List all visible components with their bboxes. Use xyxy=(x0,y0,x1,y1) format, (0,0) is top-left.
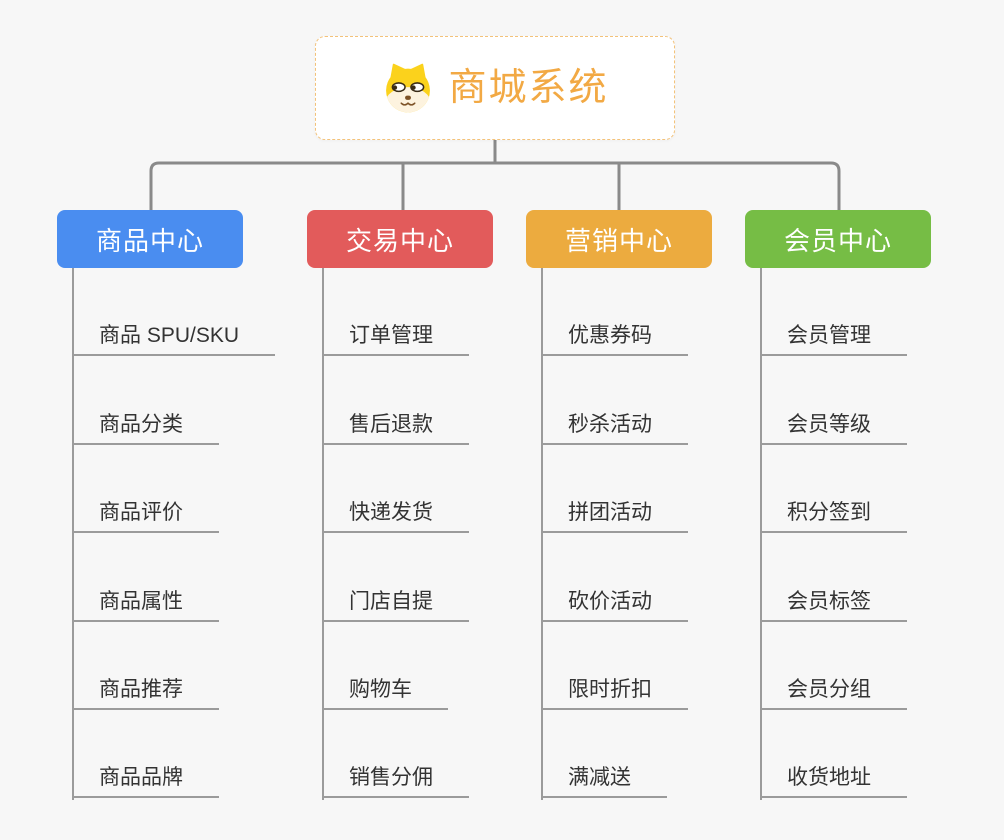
branch-column-members: 会员中心 会员管理会员等级积分签到会员标签会员分组收货地址 xyxy=(745,210,931,810)
branch-item[interactable]: 商品评价 xyxy=(72,445,219,534)
branch-header[interactable]: 交易中心 xyxy=(307,210,493,268)
branch-item[interactable]: 售后退款 xyxy=(322,356,469,445)
branch-header[interactable]: 营销中心 xyxy=(526,210,712,268)
branch-item[interactable]: 秒杀活动 xyxy=(541,356,688,445)
branch-item-list: 优惠券码秒杀活动拼团活动砍价活动限时折扣满减送 xyxy=(526,268,688,799)
branch-item[interactable]: 门店自提 xyxy=(322,533,469,622)
branch-item[interactable]: 购物车 xyxy=(322,622,448,710)
branch-column-marketing: 营销中心 优惠券码秒杀活动拼团活动砍价活动限时折扣满减送 xyxy=(526,210,712,810)
branch-item[interactable]: 满减送 xyxy=(541,710,667,799)
branch-item[interactable]: 销售分佣 xyxy=(322,710,469,799)
branch-rail-line xyxy=(149,161,841,211)
branch-trunk-line xyxy=(541,268,543,800)
root-node[interactable]: 商城系统 xyxy=(315,36,675,140)
shiba-dog-icon xyxy=(386,63,431,113)
branch-item[interactable]: 商品品牌 xyxy=(72,710,219,799)
root-title: 商城系统 xyxy=(448,67,609,109)
branch-item[interactable]: 订单管理 xyxy=(322,268,469,357)
branch-item[interactable]: 商品分类 xyxy=(72,356,219,445)
branch-item[interactable]: 会员管理 xyxy=(760,268,907,357)
branch-item[interactable]: 限时折扣 xyxy=(541,622,688,710)
branch-item[interactable]: 积分签到 xyxy=(760,445,907,534)
branch-item[interactable]: 会员分组 xyxy=(760,622,907,710)
branch-item[interactable]: 收货地址 xyxy=(760,710,907,799)
branch-item[interactable]: 会员等级 xyxy=(760,356,907,445)
branch-trunk-line xyxy=(322,268,324,800)
branch-item[interactable]: 优惠券码 xyxy=(541,268,688,357)
branch-trunk-line xyxy=(72,268,74,800)
branch-header[interactable]: 商品中心 xyxy=(57,210,243,268)
branch-item[interactable]: 商品 SPU/SKU xyxy=(72,268,276,357)
branch-item-list: 会员管理会员等级积分签到会员标签会员分组收货地址 xyxy=(745,268,907,799)
branch-item-list: 订单管理售后退款快递发货门店自提购物车销售分佣 xyxy=(307,268,469,799)
branch-item[interactable]: 商品属性 xyxy=(72,533,219,622)
branch-item[interactable]: 砍价活动 xyxy=(541,533,688,622)
branch-trunk-line xyxy=(760,268,762,800)
branch-item[interactable]: 会员标签 xyxy=(760,533,907,622)
branch-item[interactable]: 快递发货 xyxy=(322,445,469,534)
branch-header[interactable]: 会员中心 xyxy=(745,210,931,268)
branch-item[interactable]: 商品推荐 xyxy=(72,622,219,710)
branch-item[interactable]: 拼团活动 xyxy=(541,445,688,534)
branch-column-trade: 交易中心 订单管理售后退款快递发货门店自提购物车销售分佣 xyxy=(307,210,493,810)
